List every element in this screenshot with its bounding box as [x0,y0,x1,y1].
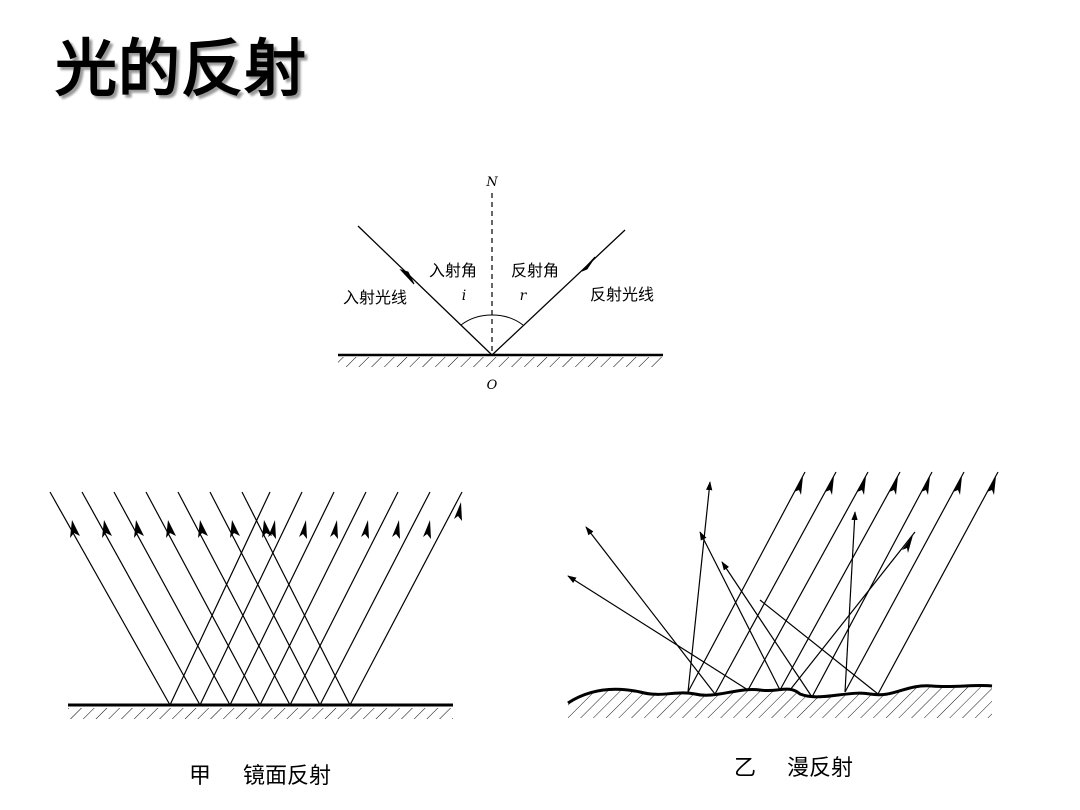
rough-surface-hatching [568,685,992,718]
reflected-ray-label: 反射光线 [590,285,654,304]
specular-arrows [70,502,462,539]
slide-title: 光的反射 [55,32,308,105]
reflected-ray-arrow [581,256,596,272]
law-of-reflection-figure: N O 入射角 反射角 i r 入射光线 反射光线 [338,175,663,393]
diffuse-reflected-rays [567,481,879,698]
diffuse-reflection-figure: 乙 漫反射 [567,471,999,781]
incident-ray-arrow [399,269,415,285]
reflected-angle-symbol: r [520,288,528,304]
specular-mirror-hatching [68,708,453,719]
specular-reflection-figure: 甲 镜面反射 [49,491,463,789]
incident-ray [357,225,493,356]
incident-angle-arc [460,314,493,326]
mirror-hatching [338,357,663,367]
diffuse-incident-arrows [794,476,996,553]
specular-caption-text: 镜面反射 [243,764,331,789]
specular-incident-rays [169,491,463,706]
specular-reflected-rays [49,491,351,706]
incident-ray-label: 入射光线 [343,288,407,307]
diffuse-incident-rays [687,471,999,698]
diffuse-caption-letter: 乙 [734,756,756,781]
incident-angle-name: 入射角 [429,261,477,280]
reflected-ray [491,229,626,356]
specular-caption-letter: 甲 [189,764,211,789]
diffuse-caption-text: 漫反射 [787,756,853,781]
reflected-angle-name: 反射角 [511,261,559,280]
incident-angle-symbol: i [462,288,466,304]
reflected-angle-arc [491,314,524,326]
normal-label: N [485,175,498,190]
point-label: O [487,378,498,393]
